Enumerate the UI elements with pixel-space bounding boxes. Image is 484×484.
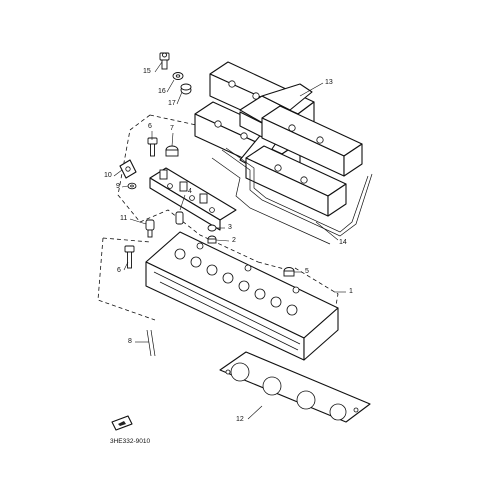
callout-2: 2	[232, 237, 236, 244]
camshaft-cap-rail	[149, 167, 237, 231]
callout-6b: 6	[117, 267, 121, 274]
valve-cover-right-upper	[261, 105, 363, 177]
plug-3	[207, 224, 217, 232]
grommet-17	[180, 83, 192, 95]
lower-bolt-6	[124, 245, 135, 269]
callout-13: 13	[325, 79, 333, 86]
callout-3: 3	[228, 224, 232, 231]
callout-12: 12	[236, 416, 244, 423]
plug-2	[207, 235, 217, 244]
callout-16: 16	[158, 88, 166, 95]
washer-9	[127, 182, 137, 190]
callout-1: 1	[349, 288, 353, 295]
diagram-code-caption: 3HE332-9010	[110, 438, 150, 445]
callout-15: 15	[143, 68, 151, 75]
callout-11: 11	[120, 215, 127, 222]
sensor-11	[145, 219, 155, 238]
head-gasket	[219, 351, 371, 423]
callout-17: 17	[168, 100, 176, 107]
front-arrow-icon	[111, 415, 133, 431]
cylinder-head	[145, 231, 339, 361]
cap-nut-7	[165, 145, 179, 157]
leader-lines	[113, 61, 346, 420]
callout-14: 14	[339, 239, 347, 246]
cover-gasket	[211, 147, 373, 245]
callout-6a: 6	[148, 123, 152, 130]
callout-7: 7	[170, 125, 174, 132]
callout-labels: 1 2 3 4 5 6 6 7 8 9 10 11 12 13 14 15 16…	[104, 68, 353, 423]
callout-10: 10	[104, 172, 112, 179]
bracket-10	[119, 159, 137, 179]
washer-16	[172, 72, 184, 80]
callout-4: 4	[188, 188, 192, 195]
upper-bolt-6	[147, 137, 158, 157]
callout-5: 5	[305, 268, 309, 275]
callout-8: 8	[128, 338, 132, 345]
sleeve-4	[175, 211, 184, 225]
plug-5	[283, 267, 295, 277]
stud-8	[146, 329, 156, 357]
cap-bolt	[159, 52, 170, 70]
valve-cover-right-lower	[245, 145, 347, 217]
callout-9: 9	[116, 183, 120, 190]
